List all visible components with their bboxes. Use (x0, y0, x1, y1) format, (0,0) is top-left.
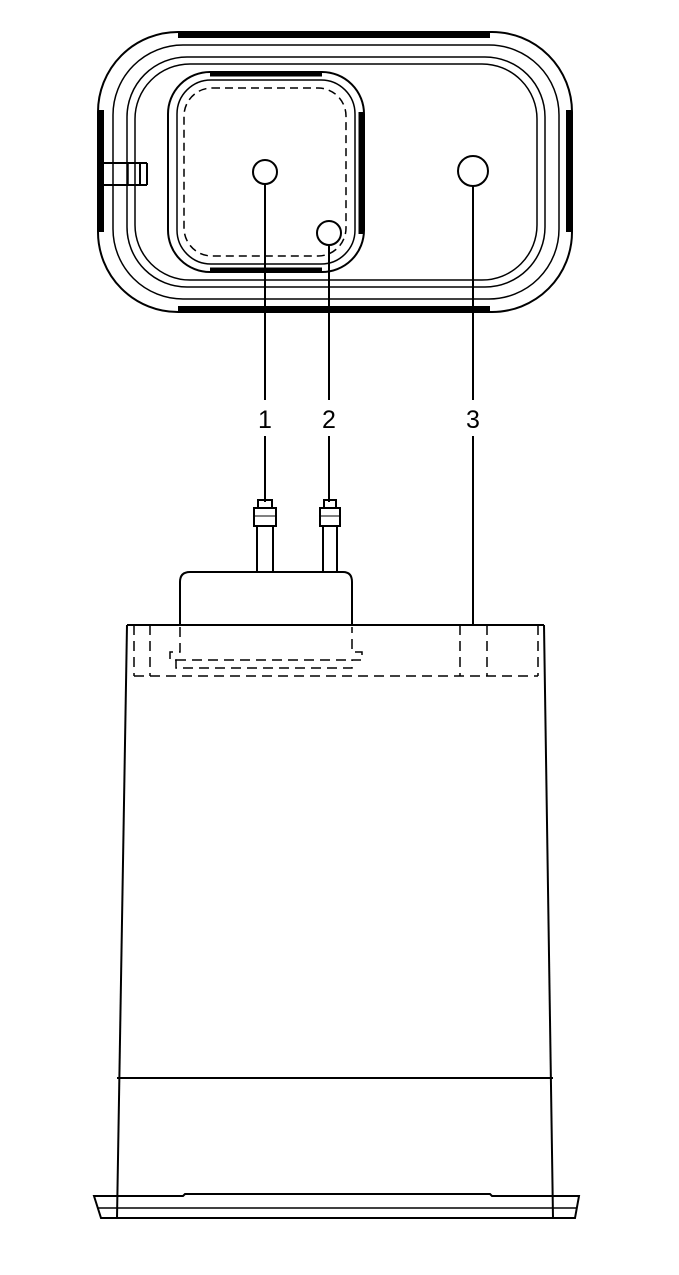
hidden-lines (133, 625, 539, 677)
port-2-circle (316, 220, 342, 246)
port-1-circle (252, 159, 278, 185)
top-thick-edges (98, 32, 572, 312)
port-3-circle (457, 155, 489, 187)
top-rim-outline (126, 56, 546, 288)
callout-3: 3 (466, 406, 480, 434)
callout-2: 2 (322, 406, 336, 434)
top-rim-outline-inner (134, 63, 538, 281)
callout-1: 1 (258, 406, 272, 434)
canister-side-view (92, 499, 581, 1219)
top-outer-outline-inner (112, 44, 560, 300)
body-left-side (116, 624, 128, 1219)
body-right-side (543, 624, 554, 1219)
leader-lines (264, 184, 474, 625)
canister-top-view (97, 31, 573, 313)
port-boss (179, 571, 353, 625)
port-2-nipple (319, 499, 341, 572)
base-flange (92, 1193, 581, 1219)
port-1-nipple (253, 499, 277, 572)
side-clip-tab (101, 162, 148, 186)
